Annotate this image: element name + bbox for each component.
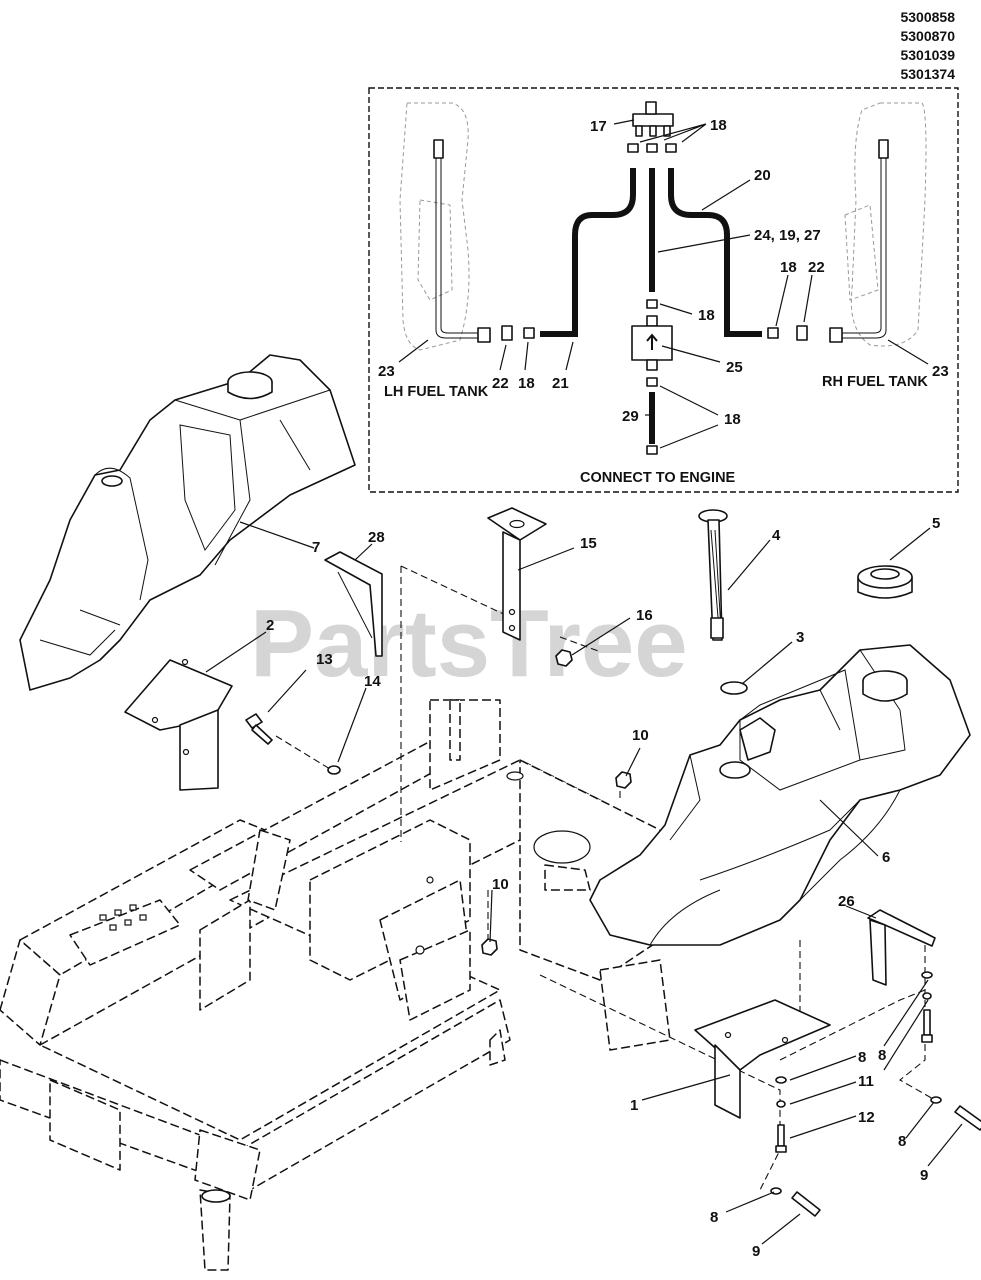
rh-fuel-tank-caption: RH FUEL TANK [822, 374, 928, 390]
callout-10-lower: 10 [492, 876, 509, 893]
fuel-hose-rh [668, 168, 762, 337]
lh-fuel-tank [19, 354, 356, 691]
callout-22-rh: 22 [808, 259, 825, 276]
fuel-hose-lh [540, 168, 636, 337]
rh-fuel-tank [589, 644, 971, 946]
nut-16 [555, 649, 573, 667]
callout-22-lh: 22 [492, 375, 509, 392]
fuel-valve [632, 113, 674, 127]
callout-23-rh: 23 [932, 363, 949, 380]
callout-11: 11 [858, 1073, 874, 1090]
callout-13: 13 [316, 651, 333, 668]
part-number-4: 5301374 [900, 66, 955, 82]
part-number-2: 5300870 [900, 28, 955, 44]
callout-2: 2 [266, 617, 274, 634]
callout-18-rh: 18 [780, 259, 797, 276]
callout-9-lower: 9 [752, 1243, 760, 1260]
bracket-15 [487, 507, 547, 641]
callout-1: 1 [630, 1097, 638, 1114]
chassis-frame [0, 699, 671, 1271]
fuel-cap [857, 565, 913, 599]
callout-28: 28 [368, 529, 385, 546]
nut-10-lower [481, 938, 498, 956]
inset-border [368, 87, 959, 493]
rh-pickup-tube [878, 139, 889, 159]
lh-pickup-tube [433, 139, 444, 159]
part-number-1: 5300858 [900, 9, 955, 25]
callouts: 7 28 15 4 5 16 2 3 13 14 10 10 6 26 8 1 … [266, 515, 940, 1260]
callout-29: 29 [622, 408, 639, 425]
bracket-26 [867, 909, 936, 986]
callout-23-lh: 23 [378, 363, 395, 380]
callout-8-upper: 8 [858, 1049, 866, 1066]
callout-8-rh-lower: 8 [898, 1133, 906, 1150]
bracket-2 [124, 658, 233, 791]
grommet [720, 681, 748, 695]
callout-26: 26 [838, 893, 855, 910]
part-number-list: 5300858 5300870 5301039 5301374 [900, 9, 955, 82]
callout-10-upper: 10 [632, 727, 649, 744]
callout-5: 5 [932, 515, 940, 532]
callout-12: 12 [858, 1109, 875, 1126]
bolt-13 [245, 713, 273, 745]
callout-9-rh: 9 [920, 1167, 928, 1184]
part-number-3: 5301039 [900, 47, 955, 63]
callout-24-19-27: 24, 19, 27 [754, 227, 821, 244]
callout-18-engine: 18 [724, 411, 741, 428]
callout-14: 14 [364, 673, 381, 690]
nut-10-upper [615, 771, 632, 789]
callout-18-top: 18 [710, 117, 727, 134]
callout-6: 6 [882, 849, 890, 866]
rh-fitting [796, 325, 808, 341]
callout-7: 7 [312, 539, 320, 556]
lh-fitting [501, 325, 513, 341]
callout-25: 25 [726, 359, 743, 376]
callout-15: 15 [580, 535, 597, 552]
watermark: PartsTree [250, 590, 688, 697]
leader-lines [205, 521, 963, 1245]
bracket-28 [324, 551, 383, 657]
callout-21: 21 [552, 375, 569, 392]
fuel-line-inset: 17 18 20 24, 19, 27 18 22 18 25 23 22 18… [368, 87, 959, 493]
lh-tank-ghost [399, 102, 470, 351]
callout-3: 3 [796, 629, 804, 646]
callout-18-filter: 18 [698, 307, 715, 324]
hardware [770, 971, 981, 1217]
fuel-sender [698, 509, 728, 641]
callout-17: 17 [590, 118, 607, 135]
lh-fuel-tank-caption: LH FUEL TANK [384, 384, 489, 400]
callout-4: 4 [772, 527, 781, 544]
callout-20: 20 [754, 167, 771, 184]
callout-8-rh: 8 [878, 1047, 886, 1064]
washer-14 [327, 765, 341, 775]
callout-16: 16 [636, 607, 653, 624]
rh-tank-ghost [850, 102, 927, 347]
bracket-1 [694, 999, 831, 1119]
connect-to-engine-caption: CONNECT TO ENGINE [580, 470, 736, 486]
callout-8-lower: 8 [710, 1209, 718, 1226]
callout-18-lh: 18 [518, 375, 535, 392]
